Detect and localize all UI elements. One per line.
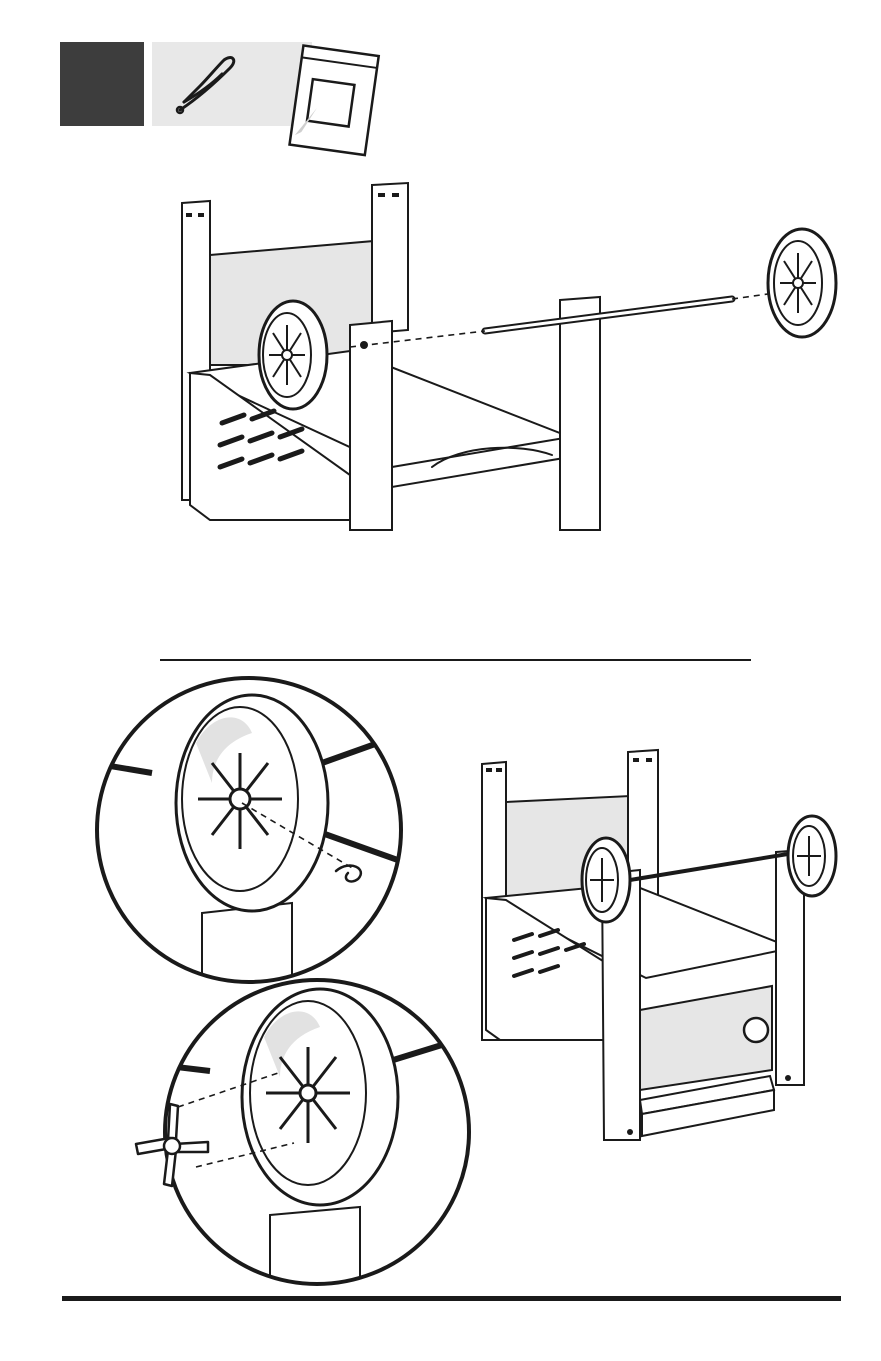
- assembled-cart-figure: [470, 740, 850, 1160]
- footer-rule: [62, 1296, 841, 1301]
- hitch-pin-detail-callout: [92, 673, 406, 987]
- axle-insertion-figure: [160, 175, 850, 535]
- wheel-inner: [259, 301, 327, 409]
- hubcap-part: [132, 1100, 212, 1190]
- wheel-outer: [768, 229, 836, 337]
- assembled-wheel-outer: [788, 816, 836, 896]
- assembled-wheel-inner: [582, 838, 630, 922]
- leg-left-front: [350, 321, 392, 530]
- leg-right-rear: [372, 183, 408, 333]
- leg-right-front: [560, 297, 600, 530]
- step-badge: [60, 42, 144, 126]
- hardware-bag-icon: [278, 40, 386, 162]
- section-divider: [160, 659, 751, 661]
- hitch-pin-clip-icon: [168, 52, 248, 118]
